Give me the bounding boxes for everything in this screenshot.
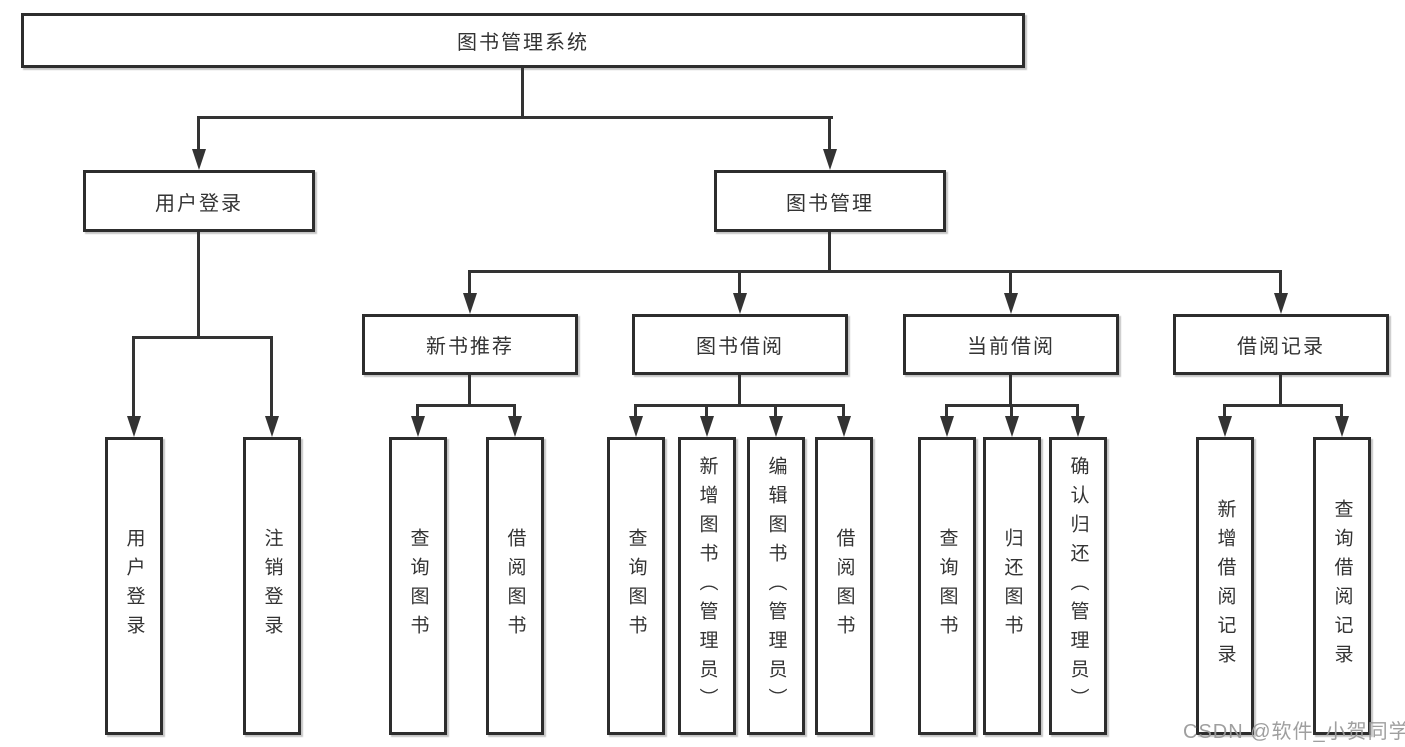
arrow-down-icon	[463, 293, 477, 314]
arrow-stem	[197, 116, 200, 152]
leaf-add-books-admin-label: 新增图书（管理员）	[696, 455, 718, 717]
tree-line-v	[738, 375, 741, 407]
leaf-edit-books-admin-label: 编辑图书（管理员）	[765, 455, 787, 717]
node-user-login-label: 用户登录	[155, 192, 243, 215]
node-root-label: 图书管理系统	[457, 32, 589, 54]
node-book-borrowing-label: 图书借阅	[696, 336, 784, 358]
leaf-logout-login-label: 注销登录	[261, 528, 283, 644]
leaf-confirm-return-admin: 确认归还（管理员）	[1049, 437, 1107, 735]
arrow-down-icon	[1218, 416, 1232, 437]
tree-line-h	[634, 404, 845, 407]
arrow-down-icon	[1335, 416, 1349, 437]
leaf-add-borrow-record-label: 新增借阅记录	[1214, 499, 1236, 673]
leaf-return-books: 归还图书	[983, 437, 1041, 735]
node-borrowing-records: 借阅记录	[1173, 314, 1389, 375]
leaf-query-books-current-label: 查询图书	[936, 528, 958, 644]
arrow-stem	[1010, 404, 1013, 419]
arrow-down-icon	[265, 416, 279, 437]
node-book-borrowing: 图书借阅	[632, 314, 848, 375]
tree-line-h	[1223, 404, 1342, 407]
leaf-query-books-recommend: 查询图书	[389, 437, 447, 735]
leaf-confirm-return-admin-label: 确认归还（管理员）	[1067, 455, 1089, 717]
arrow-down-icon	[1274, 293, 1288, 314]
tree-line-v	[1279, 375, 1282, 407]
arrow-stem	[774, 404, 777, 419]
arrow-stem	[1076, 404, 1079, 419]
arrow-stem	[634, 404, 637, 419]
leaf-borrow-books-borrowing: 借阅图书	[815, 437, 873, 735]
arrow-down-icon	[837, 416, 851, 437]
arrow-stem	[1223, 404, 1226, 419]
tree-line-v	[521, 68, 524, 118]
leaf-borrow-books-recommend-label: 借阅图书	[504, 528, 526, 644]
arrow-down-icon	[700, 416, 714, 437]
arrow-stem	[468, 270, 471, 297]
leaf-edit-books-admin: 编辑图书（管理员）	[747, 437, 805, 735]
leaf-user-login: 用户登录	[105, 437, 163, 735]
arrow-down-icon	[1071, 416, 1085, 437]
arrow-down-icon	[508, 416, 522, 437]
arrow-stem	[945, 404, 948, 419]
leaf-query-borrow-record-label: 查询借阅记录	[1331, 499, 1353, 673]
arrow-stem	[705, 404, 708, 419]
leaf-query-books-current: 查询图书	[918, 437, 976, 735]
arrow-stem	[842, 404, 845, 419]
csdn-watermark: CSDN @软件_小贺同学	[1183, 721, 1405, 743]
leaf-user-login-label: 用户登录	[123, 528, 145, 644]
tree-line-v	[197, 232, 200, 339]
leaf-query-books-recommend-label: 查询图书	[407, 528, 429, 644]
tree-line-h	[416, 404, 516, 407]
arrow-stem	[828, 116, 831, 152]
node-root: 图书管理系统	[21, 13, 1025, 68]
node-book-management: 图书管理	[714, 170, 946, 232]
node-user-login: 用户登录	[83, 170, 315, 232]
leaf-query-borrow-record: 查询借阅记录	[1313, 437, 1371, 735]
arrow-down-icon	[1005, 416, 1019, 437]
tree-line-v	[828, 232, 831, 273]
arrow-down-icon	[127, 416, 141, 437]
node-new-book-recommendation: 新书推荐	[362, 314, 578, 375]
arrow-stem	[513, 404, 516, 419]
arrow-stem	[1279, 270, 1282, 297]
leaf-query-books-borrowing: 查询图书	[607, 437, 665, 735]
arrow-down-icon	[769, 416, 783, 437]
tree-line-h	[132, 336, 273, 339]
leaf-borrow-books-recommend: 借阅图书	[486, 437, 544, 735]
leaf-return-books-label: 归还图书	[1001, 528, 1023, 644]
leaf-logout-login: 注销登录	[243, 437, 301, 735]
arrow-down-icon	[192, 149, 206, 170]
leaf-borrow-books-borrowing-label: 借阅图书	[833, 528, 855, 644]
arrow-stem	[1340, 404, 1343, 419]
arrow-down-icon	[629, 416, 643, 437]
arrow-stem	[416, 404, 419, 419]
leaf-add-borrow-record: 新增借阅记录	[1196, 437, 1254, 735]
node-current-borrowing-label: 当前借阅	[967, 336, 1055, 358]
tree-line-v	[1009, 375, 1012, 407]
arrow-stem	[738, 270, 741, 297]
leaf-add-books-admin: 新增图书（管理员）	[678, 437, 736, 735]
arrow-down-icon	[940, 416, 954, 437]
arrow-down-icon	[733, 293, 747, 314]
node-book-management-label: 图书管理	[786, 192, 874, 215]
arrow-down-icon	[1004, 293, 1018, 314]
arrow-down-icon	[823, 149, 837, 170]
node-current-borrowing: 当前借阅	[903, 314, 1119, 375]
tree-line-v	[468, 375, 471, 407]
arrow-stem	[1009, 270, 1012, 297]
arrow-stem	[132, 336, 135, 418]
leaf-query-books-borrowing-label: 查询图书	[625, 528, 647, 644]
arrow-down-icon	[411, 416, 425, 437]
tree-line-h	[197, 116, 833, 119]
tree-line-h	[468, 270, 1282, 273]
node-new-book-recommendation-label: 新书推荐	[426, 336, 514, 358]
node-borrowing-records-label: 借阅记录	[1237, 336, 1325, 358]
arrow-stem	[270, 336, 273, 418]
